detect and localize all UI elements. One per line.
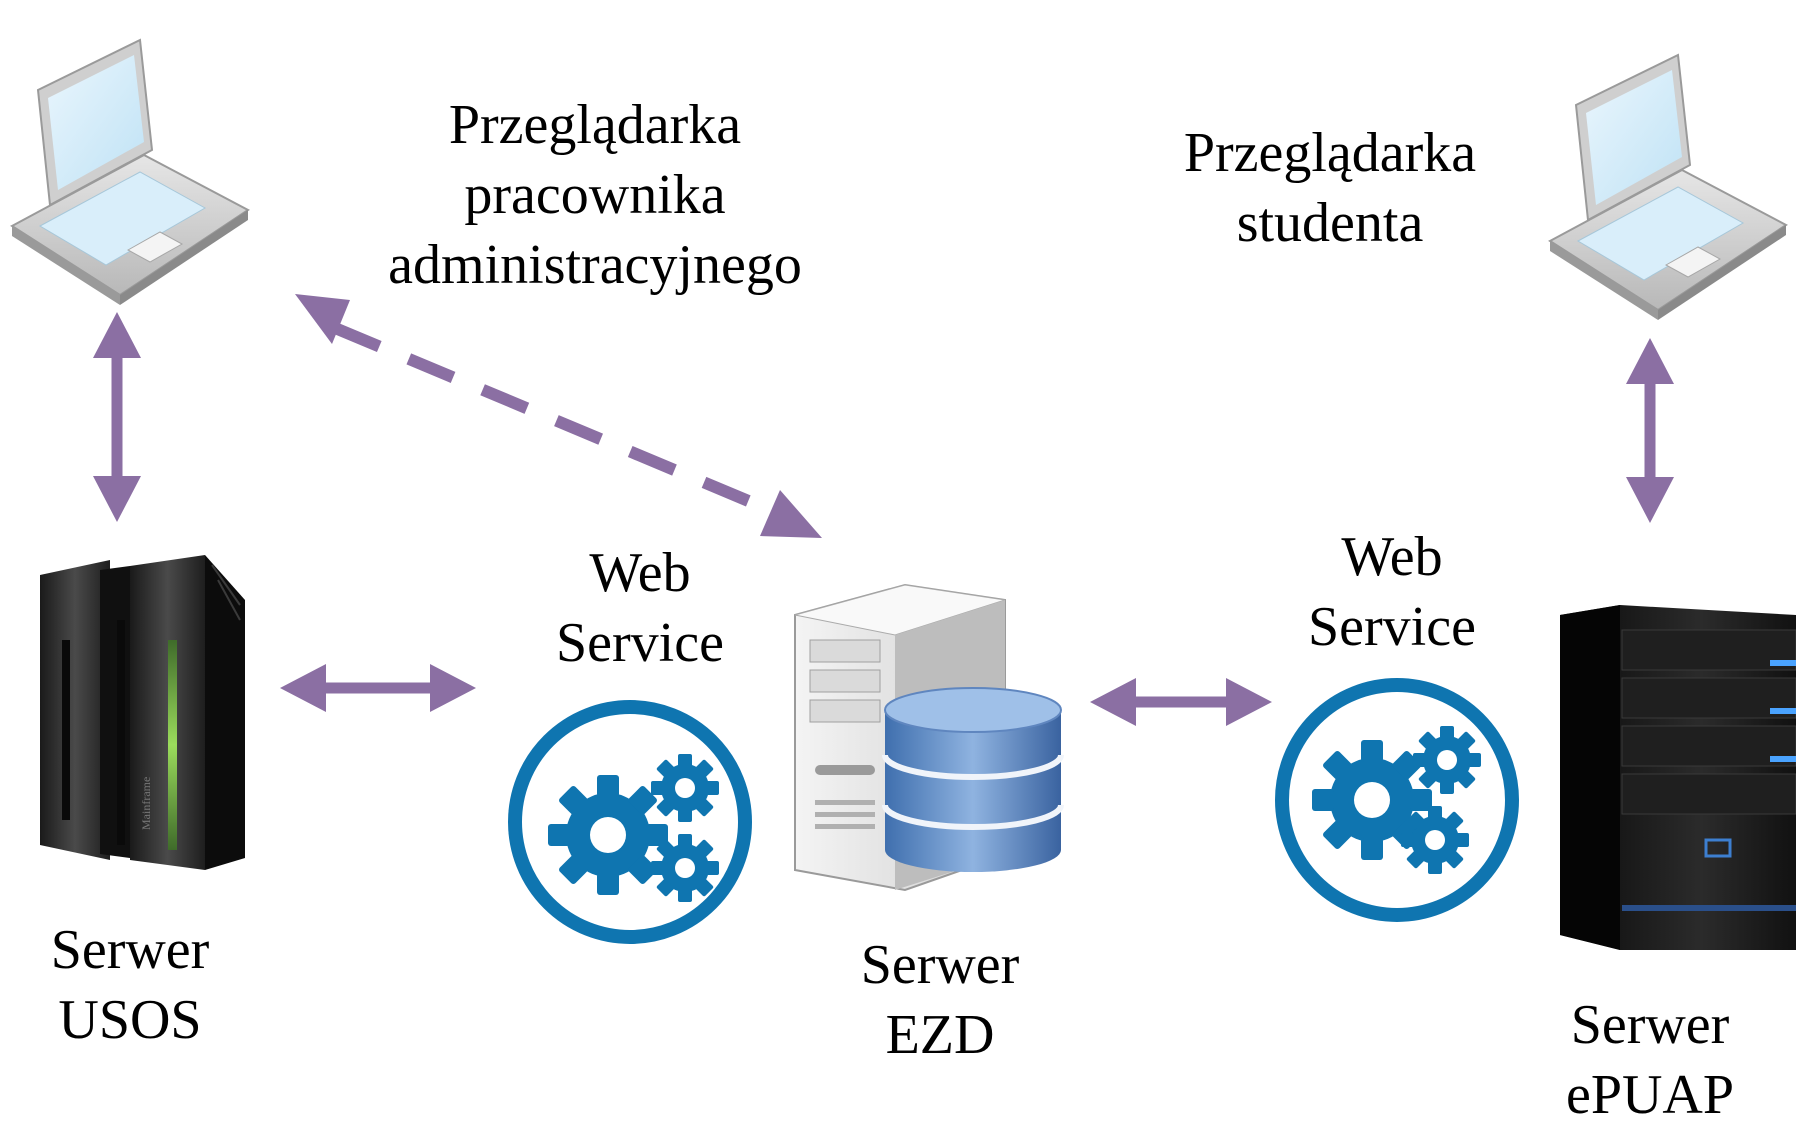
mainframe-server-icon: Mainframe	[40, 555, 245, 870]
arrow-usos-webservice	[280, 664, 476, 712]
laptop-icon	[10, 38, 250, 305]
web-service-left-label: Web Service	[490, 538, 790, 678]
arrow-admin-ezd-dashed	[295, 294, 822, 538]
student-browser-label-line-1: Przeglądarka	[1183, 122, 1477, 184]
server-database-icon	[794, 583, 1064, 892]
arrow-laptop-usos	[93, 312, 141, 522]
ezd-server-label-line-2: EZD	[885, 1004, 995, 1066]
web-service-right-label-line-1: Web	[1341, 526, 1443, 588]
admin-browser-label-line-3: administracyjnego	[388, 234, 802, 296]
web-service-right-label: Web Service	[1242, 522, 1542, 662]
epuap-server-label: Serwer ePUAP	[1535, 990, 1765, 1130]
arrow-student-laptop-epuap	[1626, 338, 1674, 523]
laptop-icon	[1548, 53, 1788, 320]
ezd-server-label-line-1: Serwer	[860, 934, 1020, 996]
admin-browser-label-line-1: Przeglądarka	[448, 94, 742, 156]
ezd-server-label: Serwer EZD	[840, 930, 1040, 1070]
usos-server-label-line-1: Serwer	[50, 919, 210, 981]
rack-server-icon	[1560, 605, 1796, 950]
usos-server-label: Serwer USOS	[30, 915, 230, 1055]
web-service-left-label-line-1: Web	[589, 542, 691, 604]
svg-text:Mainframe: Mainframe	[139, 777, 153, 830]
arrow-ezd-webservice	[1090, 678, 1272, 726]
web-service-right-label-line-2: Service	[1308, 596, 1476, 658]
epuap-server-label-line-2: ePUAP	[1565, 1064, 1735, 1126]
web-service-icon	[508, 700, 752, 944]
admin-browser-label-line-2: pracownika	[464, 164, 726, 226]
web-service-left-label-line-2: Service	[556, 612, 724, 674]
student-browser-label: Przeglądarka studenta	[1130, 118, 1530, 258]
admin-browser-label: Przeglądarka pracownika administracyjneg…	[345, 90, 845, 300]
epuap-server-label-line-1: Serwer	[1570, 994, 1730, 1056]
web-service-icon	[1275, 678, 1519, 922]
student-browser-label-line-2: studenta	[1236, 192, 1424, 254]
usos-server-label-line-2: USOS	[58, 989, 202, 1051]
